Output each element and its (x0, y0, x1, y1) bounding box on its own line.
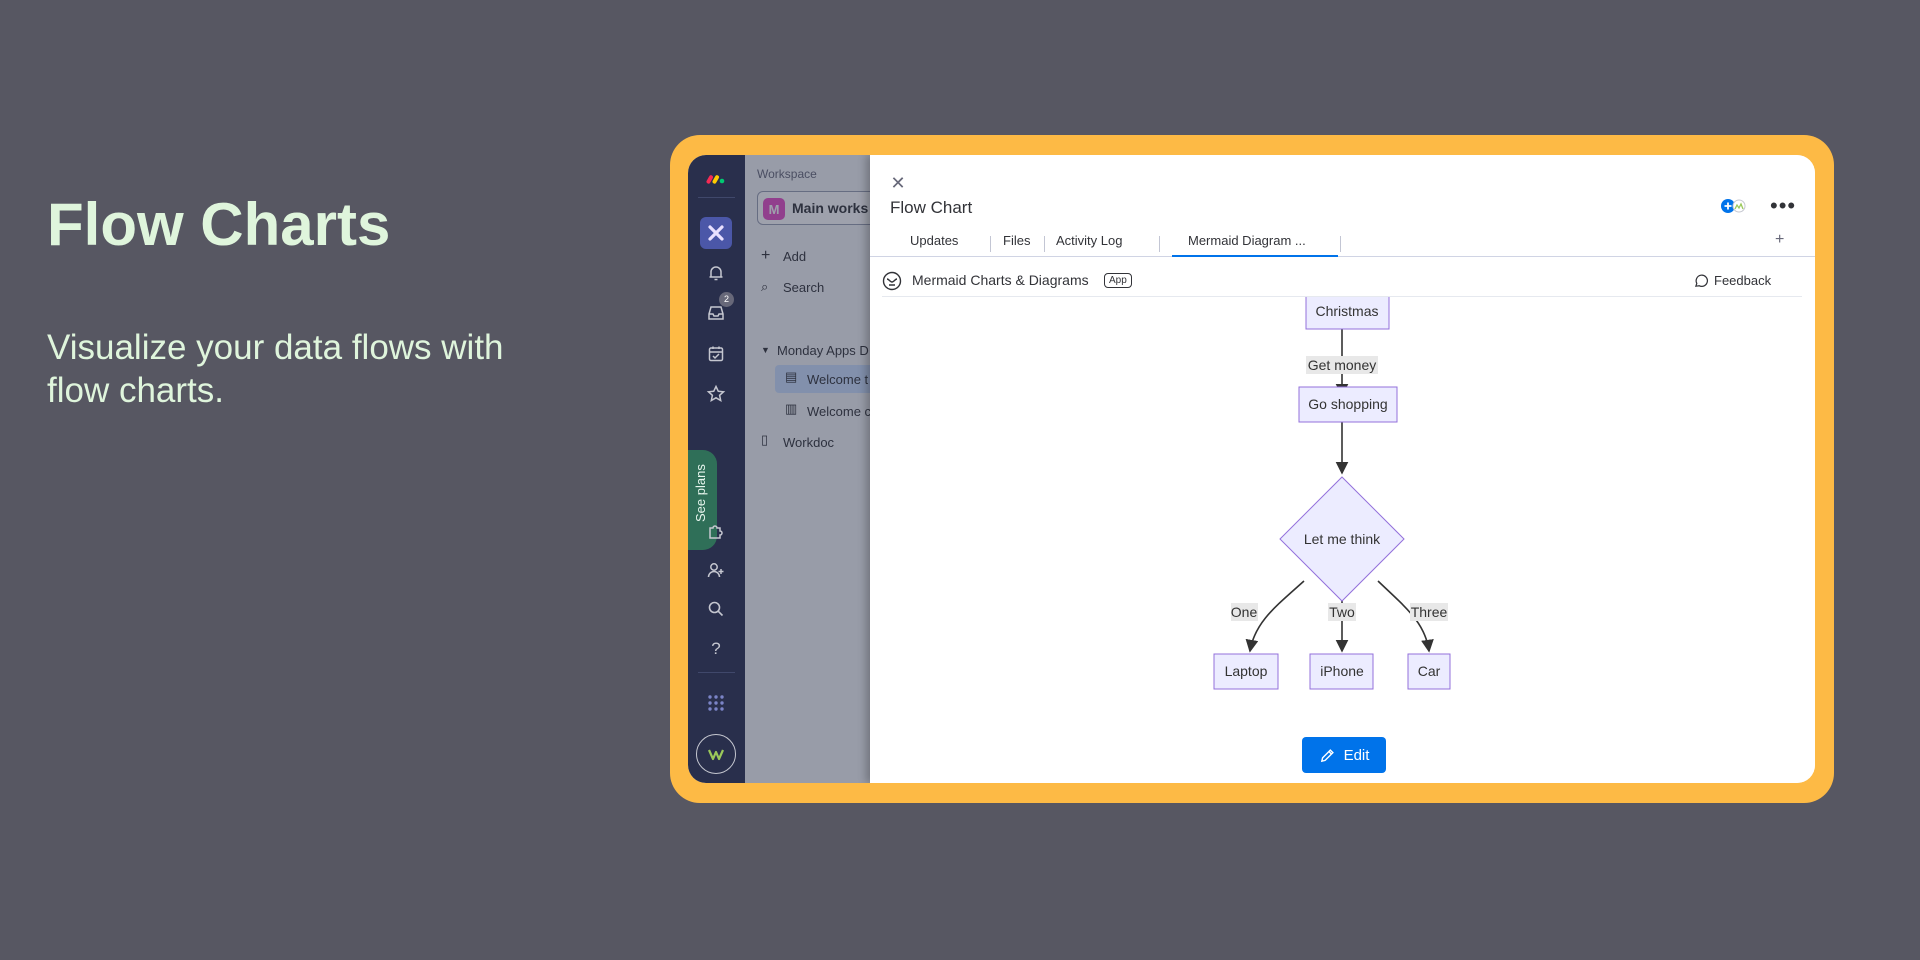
edit-button[interactable]: Edit (1302, 737, 1386, 773)
search-link[interactable]: Search (783, 280, 825, 295)
dashboard-icon: ▥ (785, 401, 798, 416)
modal-overlay[interactable] (745, 155, 870, 783)
folder-chevron-icon: ▼ (761, 345, 770, 355)
app-name: Mermaid Charts & Diagrams (912, 272, 1089, 288)
workspace-avatar-icon[interactable] (696, 734, 736, 774)
see-plans-label: See plans (693, 464, 708, 522)
tab-updates[interactable]: Updates (910, 233, 959, 248)
edge-label-get-money: Get money (1308, 357, 1376, 373)
workspace-heading: Workspace (757, 167, 817, 181)
board-icon: ▤ (785, 369, 798, 384)
apps-x-icon[interactable] (700, 217, 732, 249)
close-icon[interactable]: ✕ (890, 173, 906, 193)
edit-button-label: Edit (1343, 746, 1370, 764)
node-iphone[interactable]: iPhone (1320, 663, 1364, 679)
edge-label-two: Two (1329, 604, 1355, 620)
edge-label-one: One (1231, 604, 1258, 620)
folder-item[interactable]: Monday Apps D (777, 343, 869, 358)
tab-activity-log[interactable]: Activity Log (1056, 233, 1123, 248)
node-laptop[interactable]: Laptop (1225, 663, 1268, 679)
node-let-me-think[interactable]: Let me think (1304, 531, 1381, 547)
icon-rail: 2 See plans ? (688, 155, 745, 783)
star-icon[interactable] (702, 380, 730, 408)
board-item-1[interactable]: Welcome t (807, 372, 869, 387)
puzzle-icon[interactable] (702, 517, 730, 545)
mermaid-app-icon (882, 271, 902, 291)
app-header: Mermaid Charts & Diagrams App Feedback (882, 267, 1802, 297)
workspace-selector[interactable]: M Main works (757, 191, 870, 225)
panel-title: Flow Chart (890, 198, 973, 217)
selected-item-highlight (775, 365, 870, 393)
more-options-icon[interactable]: ••• (1770, 193, 1797, 218)
bell-icon[interactable] (702, 259, 730, 287)
monday-logo-icon[interactable] (702, 163, 730, 191)
workspace-badge: M (763, 198, 785, 220)
node-go-shopping[interactable]: Go shopping (1308, 396, 1387, 412)
search-icon[interactable] (702, 595, 730, 623)
inbox-icon[interactable] (702, 299, 730, 327)
workspace-name: Main works (792, 200, 869, 216)
hero-title: Flow Charts (47, 191, 391, 258)
my-work-icon[interactable] (702, 340, 730, 368)
hero-subtitle: Visualize your data flows with flow char… (47, 328, 504, 410)
app-screen: 2 See plans ? Workspace M Main works (688, 155, 1815, 783)
inbox-badge: 2 (719, 292, 734, 307)
board-item-2[interactable]: Welcome c (807, 404, 870, 419)
add-button[interactable]: Add (783, 249, 807, 264)
add-subscriber-icon[interactable] (1720, 198, 1746, 214)
tab-files[interactable]: Files (1003, 233, 1031, 248)
feedback-icon[interactable] (1694, 274, 1709, 289)
see-plans-button[interactable]: See plans (688, 450, 717, 550)
help-icon[interactable]: ? (711, 639, 721, 658)
tab-mermaid-diagram[interactable]: Mermaid Diagram ... (1188, 233, 1306, 248)
edge-label-three: Three (1411, 604, 1448, 620)
flowchart-diagram: Christmas Get money Go shopping Let me t… (1213, 297, 1451, 690)
add-icon: + (761, 247, 771, 264)
workspace-panel: Workspace M Main works + Add ⌕ Search ▼ … (745, 155, 870, 783)
node-car[interactable]: Car (1418, 663, 1441, 679)
invite-user-icon[interactable] (702, 556, 730, 584)
feedback-button[interactable]: Feedback (1714, 273, 1772, 288)
apps-grid-icon[interactable] (702, 689, 730, 717)
tab-bar: Updates Files Activity Log Mermaid Diagr… (870, 227, 1815, 257)
active-tab-indicator (1172, 255, 1338, 257)
search-icon-small: ⌕ (761, 279, 769, 294)
app-tag: App (1104, 273, 1132, 288)
item-panel: ✕ Flow Chart ••• Updates Files Activity … (870, 155, 1815, 783)
add-tab-button[interactable]: + (1775, 231, 1785, 248)
node-christmas[interactable]: Christmas (1315, 303, 1378, 319)
pencil-icon (1320, 748, 1334, 762)
workdoc-item[interactable]: Workdoc (783, 435, 835, 450)
doc-icon: ▯ (761, 432, 769, 447)
